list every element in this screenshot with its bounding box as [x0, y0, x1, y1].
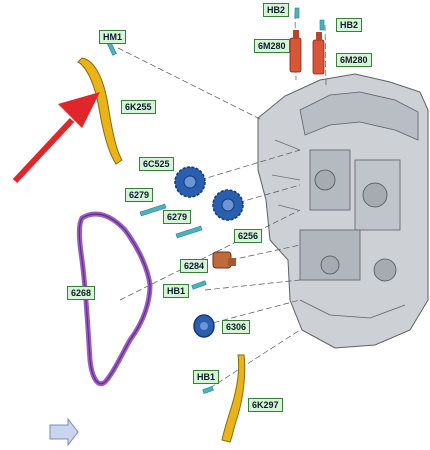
solenoid-right	[312, 32, 325, 75]
exhaust-sprocket	[212, 189, 244, 221]
label-6k297: 6K297	[248, 398, 283, 412]
red-arrow	[12, 92, 100, 184]
upper-chain-guide	[77, 57, 123, 165]
label-6284: 6284	[180, 259, 209, 273]
label-6279-a: 6279	[125, 188, 154, 202]
bolt-hb1-bottom	[202, 386, 214, 394]
label-hm1: HM1	[99, 30, 127, 44]
label-6256: 6256	[234, 229, 263, 243]
label-6306: 6306	[222, 320, 251, 334]
chain-tensioner	[212, 251, 236, 269]
bolt-hb2-left	[294, 7, 300, 19]
bolt-hb2-right	[319, 19, 325, 31]
label-6k255: 6K255	[121, 100, 156, 114]
solenoid-left	[289, 30, 302, 73]
bolt-6279-a	[139, 203, 167, 217]
label-6268: 6268	[67, 286, 96, 300]
label-hb1-top: HB1	[163, 284, 190, 298]
label-6m280-left: 6M280	[254, 39, 290, 53]
label-hb2-right: HB2	[336, 18, 363, 32]
label-6c525: 6C525	[139, 157, 174, 171]
bolt-6279-b	[175, 225, 203, 239]
label-6279-b: 6279	[163, 210, 192, 224]
intake-sprocket	[174, 166, 206, 198]
label-hb1-bottom: HB1	[193, 370, 220, 384]
bolt-hm1	[107, 42, 117, 56]
bolt-hb1-top	[191, 280, 207, 290]
crank-sprocket	[193, 314, 215, 338]
label-6m280-right: 6M280	[336, 53, 372, 67]
label-hb2-left: HB2	[263, 3, 290, 17]
lower-chain-guide	[221, 354, 246, 443]
engine-block	[257, 73, 429, 349]
front-arrow-icon	[49, 417, 79, 447]
